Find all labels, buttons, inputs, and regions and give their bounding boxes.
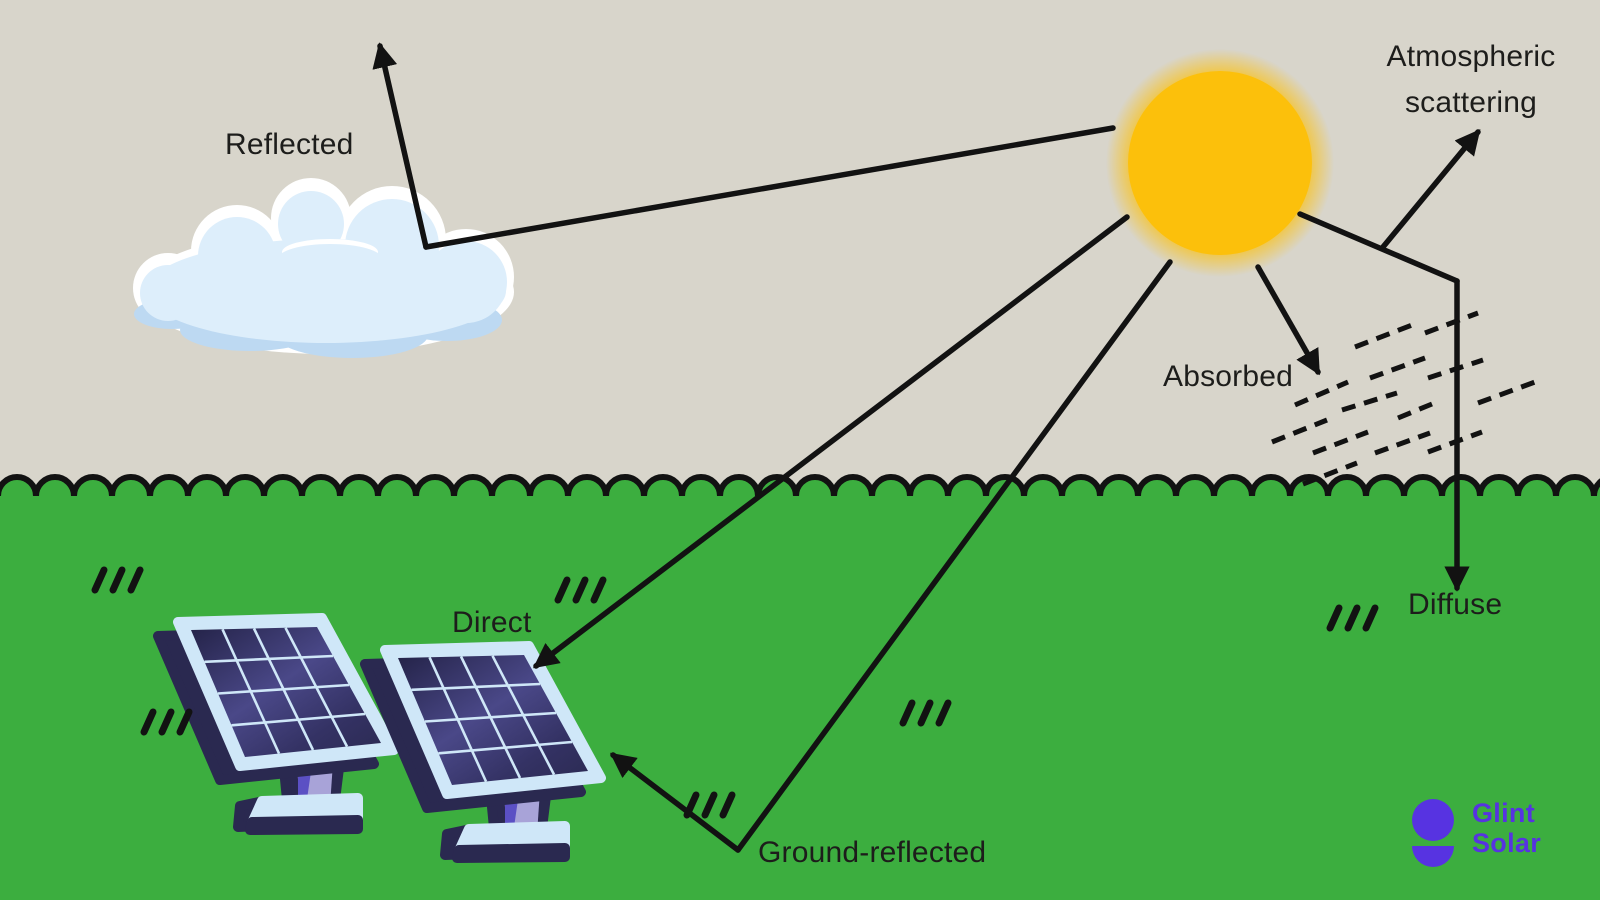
logo-text-line2: Solar: [1472, 828, 1542, 858]
sun-to-ground-ray: [735, 259, 1173, 853]
glint-solar-logo: Glint Solar: [1410, 798, 1570, 870]
sun-to-cloud-ray: [423, 125, 1116, 250]
scattering-dash: [1477, 379, 1536, 406]
scattering-dash: [1271, 417, 1328, 445]
grass-tuft-icon: [1326, 604, 1379, 632]
scattering-dash: [1354, 322, 1413, 350]
direct-arrow: [532, 214, 1130, 669]
grass-tuft-icon: [554, 576, 607, 604]
scattering-dashes: [1271, 310, 1536, 487]
scattering-dash: [1312, 429, 1369, 456]
scattering-dash: [1397, 401, 1433, 421]
grass-tuft-icon: [91, 566, 144, 594]
absorbed-arrow: [1255, 264, 1321, 376]
label-ground-reflected: Ground-reflected: [758, 836, 987, 869]
reflected-arrow: [372, 42, 429, 250]
atmospheric-scattering-arrow: [1380, 129, 1481, 250]
label-absorbed: Absorbed: [1163, 360, 1294, 393]
scattering-dash: [1341, 390, 1398, 413]
label-atmospheric-scattering: Atmospheric scattering: [1386, 40, 1556, 119]
scattering-dash: [1424, 310, 1479, 336]
sun-to-scatter-ray: [1297, 211, 1460, 284]
scattering-dash: [1374, 430, 1431, 456]
glint-solar-logo-mark-icon: [1412, 799, 1454, 867]
glint-solar-logo-text: Glint Solar: [1472, 798, 1541, 858]
scattering-dash: [1294, 379, 1349, 408]
grass-tufts: [91, 566, 1379, 819]
logo-text-line1: Glint: [1472, 798, 1535, 828]
scattering-dash: [1369, 355, 1426, 381]
ground-reflected-arrow: [609, 752, 741, 853]
scattering-dash: [1302, 460, 1358, 487]
sun-icon: [1105, 48, 1335, 278]
grass-tuft-icon: [140, 708, 193, 736]
cloud-icon: [133, 178, 514, 358]
label-diffuse: Diffuse: [1408, 588, 1503, 621]
grass-tuft-icon: [899, 699, 952, 727]
ground: [0, 474, 1600, 900]
label-direct: Direct: [452, 606, 532, 639]
label-reflected: Reflected: [225, 128, 354, 161]
irradiance-rays: [372, 42, 1481, 853]
